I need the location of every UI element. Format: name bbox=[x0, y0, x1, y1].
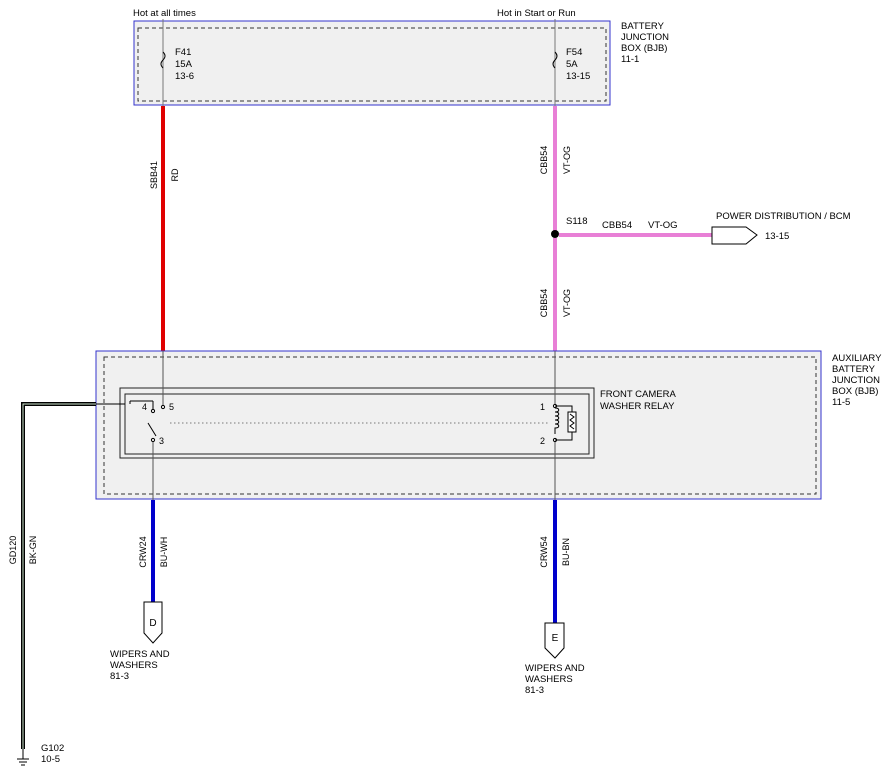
ground-name: G102 bbox=[41, 743, 64, 754]
connector-e-icon bbox=[544, 622, 565, 659]
connector-d-icon bbox=[143, 601, 163, 644]
fuse-f41-symbol bbox=[160, 51, 166, 69]
relay-pin3-dot bbox=[150, 437, 156, 443]
bjb-label-4: 11-1 bbox=[621, 54, 639, 65]
abjb-label-5: 11-5 bbox=[832, 397, 850, 408]
fuse-f54-symbol bbox=[552, 51, 558, 69]
wire-gd120-stripe bbox=[22, 403, 96, 749]
connector-d-label-2: WASHERS bbox=[110, 660, 158, 671]
abjb-box bbox=[95, 350, 822, 500]
wire-crw24-color: BU-WH bbox=[159, 537, 169, 568]
connector-e-label-1: WIPERS AND bbox=[525, 663, 585, 674]
wire-sbb41-color: RD bbox=[170, 168, 180, 181]
splice-s118-dot bbox=[551, 230, 559, 238]
fuse-f41-name: F41 bbox=[175, 47, 191, 58]
relay-label-2: WASHER RELAY bbox=[600, 401, 675, 412]
connector-d-letter: D bbox=[149, 618, 156, 629]
wire-gd120 bbox=[21, 402, 96, 749]
fuse-f41-ref: 13-6 bbox=[175, 71, 194, 82]
abjb-label-2: BATTERY bbox=[832, 364, 876, 375]
fuse-f41-rating: 15A bbox=[175, 59, 193, 70]
wire-cbb54-branch-circuit: CBB54 bbox=[602, 220, 632, 231]
relay-resistor-zigzag bbox=[569, 413, 575, 430]
connector-e-label-2: WASHERS bbox=[525, 674, 573, 685]
relay-pin3-label: 3 bbox=[159, 436, 164, 446]
wire-cbb54-lower-color: VT-OG bbox=[562, 289, 572, 317]
relay-pin2-label: 2 bbox=[540, 436, 545, 446]
feed-left-label: Hot at all times bbox=[133, 8, 196, 19]
power-dist-connector-icon bbox=[711, 226, 758, 245]
connector-d-label-3: 81-3 bbox=[110, 671, 129, 682]
wire-cbb54-upper-circuit: CBB54 bbox=[539, 146, 549, 175]
wire-sbb41-circuit: SBB41 bbox=[149, 161, 159, 189]
wire-crw24-circuit: CRW24 bbox=[138, 536, 148, 567]
relay-outer-box bbox=[119, 387, 595, 459]
power-dist-label: POWER DISTRIBUTION / BCM bbox=[716, 211, 851, 222]
wire-gd120-circuit: GD120 bbox=[8, 536, 18, 565]
wire-gd120-color: BK-GN bbox=[28, 536, 38, 565]
wire-crw54-color: BU-BN bbox=[561, 538, 571, 566]
wire-crw54-circuit: CRW54 bbox=[539, 536, 549, 567]
relay-pin4-dot bbox=[150, 408, 156, 414]
power-dist-ref: 13-15 bbox=[765, 231, 789, 242]
relay-pin5-dot bbox=[160, 404, 166, 410]
bjb-box bbox=[133, 20, 611, 106]
relay-diode-wire-bottom bbox=[555, 432, 573, 441]
feed-right-label: Hot in Start or Run bbox=[497, 8, 576, 19]
bjb-label-2: JUNCTION bbox=[621, 32, 669, 43]
connector-e-letter: E bbox=[552, 633, 559, 644]
bjb-label-3: BOX (BJB) bbox=[621, 43, 667, 54]
ground-ref: 10-5 bbox=[41, 754, 60, 765]
abjb-label-4: BOX (BJB) bbox=[832, 386, 878, 397]
fuse-f54-ref: 13-15 bbox=[566, 71, 590, 82]
bjb-label-1: BATTERY bbox=[621, 21, 665, 32]
connector-e-label-3: 81-3 bbox=[525, 685, 544, 696]
abjb-label-3: JUNCTION bbox=[832, 375, 880, 386]
fuse-f54-name: F54 bbox=[566, 47, 582, 58]
relay-switch-blade bbox=[147, 422, 157, 437]
splice-s118-label: S118 bbox=[566, 216, 587, 227]
relay-inner-box bbox=[124, 393, 590, 455]
relay-coil-icon bbox=[554, 407, 560, 434]
relay-label-1: FRONT CAMERA bbox=[600, 389, 676, 400]
wire-cbb54-lower-circuit: CBB54 bbox=[539, 289, 549, 318]
connector-d-label-1: WIPERS AND bbox=[110, 649, 170, 660]
relay-pin4-label: 4 bbox=[142, 402, 147, 412]
wire-cbb54-upper-color: VT-OG bbox=[562, 146, 572, 174]
relay-pin1-label: 1 bbox=[540, 402, 545, 412]
wire-cbb54-branch-color: VT-OG bbox=[648, 220, 678, 231]
relay-diode-wire-top bbox=[555, 405, 573, 412]
fuse-f54-rating: 5A bbox=[566, 59, 578, 70]
abjb-label-1: AUXILIARY bbox=[832, 353, 882, 364]
relay-pin5-label: 5 bbox=[169, 402, 174, 412]
